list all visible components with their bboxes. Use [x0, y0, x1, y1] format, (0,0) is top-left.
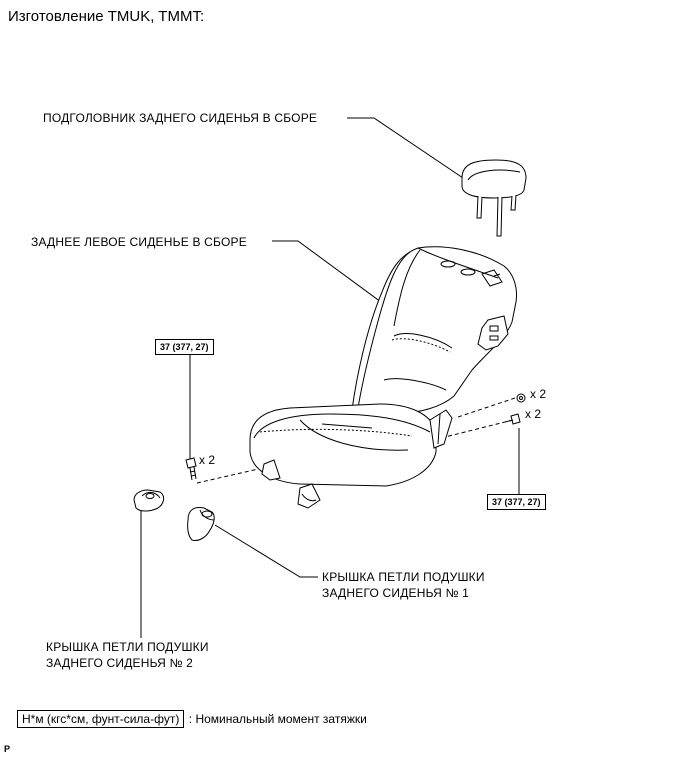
assembly-dash-lines — [196, 397, 516, 484]
quantity-left-bolts: x 2 — [199, 453, 216, 467]
hinge-cover-2-label-line1: КРЫШКА ПЕТЛИ ПОДУШКИ — [46, 640, 209, 654]
hinge-cover-icon — [187, 507, 215, 541]
torque-spec-right: 37 (377, 27) — [487, 494, 546, 510]
hinge-cover-2-label-line2: ЗАДНЕГО СИДЕНЬЯ № 2 — [46, 656, 194, 670]
bolt-icon — [516, 393, 526, 403]
headrest-icon — [461, 159, 527, 237]
hinge-cover-1-label: КРЫШКА ПЕТЛИ ПОДУШКИ ЗАДНЕГО СИДЕНЬЯ № 1 — [322, 569, 485, 601]
legend-description: : Номинальный момент затяжки — [188, 712, 367, 726]
page-title: Изготовление TMUK, TMMT: — [8, 8, 205, 25]
bolt-icon — [504, 413, 521, 425]
torque-spec-left: 37 (377, 27) — [155, 339, 214, 355]
seat-icon — [249, 246, 517, 509]
page-mark: P — [4, 744, 11, 754]
quantity-right-lower-bolts: x 2 — [525, 407, 542, 421]
headrest-label: ПОДГОЛОВНИК ЗАДНЕГО СИДЕНЬЯ В СБОРЕ — [43, 111, 318, 125]
torque-legend: Н*м (кгс*см, фунт-сила-фут) : Номинальны… — [17, 710, 367, 728]
hinge-cover-2-label: КРЫШКА ПЕТЛИ ПОДУШКИ ЗАДНЕГО СИДЕНЬЯ № 2 — [46, 639, 209, 671]
legend-unit-box: Н*м (кгс*см, фунт-сила-фут) — [17, 710, 185, 728]
leader-lines — [140, 117, 520, 638]
bolt-icon — [185, 457, 197, 481]
hinge-cover-1-label-line2: ЗАДНЕГО СИДЕНЬЯ № 1 — [322, 586, 470, 600]
seat-assembly-label: ЗАДНЕЕ ЛЕВОЕ СИДЕНЬЕ В СБОРЕ — [31, 235, 247, 249]
hinge-cover-1-label-line1: КРЫШКА ПЕТЛИ ПОДУШКИ — [322, 570, 485, 584]
hinge-cover-icon — [133, 489, 165, 512]
quantity-right-upper-bolts: x 2 — [530, 387, 547, 401]
